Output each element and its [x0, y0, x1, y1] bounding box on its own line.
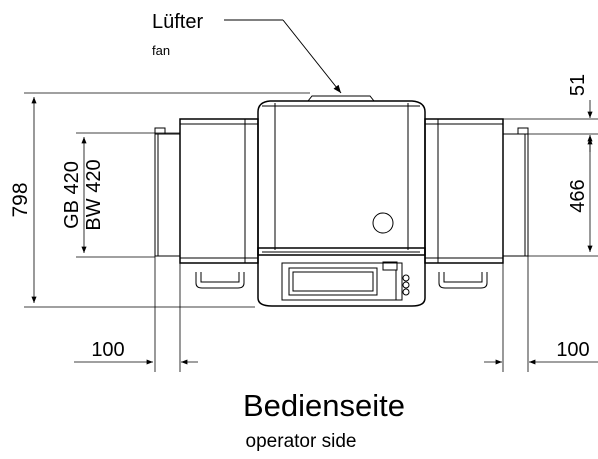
left-dimensions: 798 GB 420 BW 420 [9, 92, 310, 308]
dim-right-depth: 466 [567, 179, 589, 212]
bottom-dimensions: 100 100 [74, 256, 598, 372]
dim-right-clearance: 100 [556, 339, 589, 361]
operator-side-de: Bedienseite [243, 388, 405, 423]
dim-gb-model: GB 420 [61, 161, 83, 229]
operator-side-label: Bedienseite operator side [243, 388, 405, 452]
dim-left-clearance: 100 [91, 339, 124, 361]
fan-label-de: Lüfter [152, 11, 203, 33]
fan-label-en: fan [152, 43, 170, 58]
fan-callout: Lüfter fan [152, 11, 342, 94]
dim-right-offset: 51 [567, 74, 589, 96]
dim-total-depth: 798 [9, 182, 32, 217]
machine-outline [154, 95, 529, 307]
operator-side-en: operator side [246, 431, 357, 452]
right-dimensions: 51 466 [503, 74, 598, 257]
dim-bw-model: BW 420 [83, 159, 105, 230]
